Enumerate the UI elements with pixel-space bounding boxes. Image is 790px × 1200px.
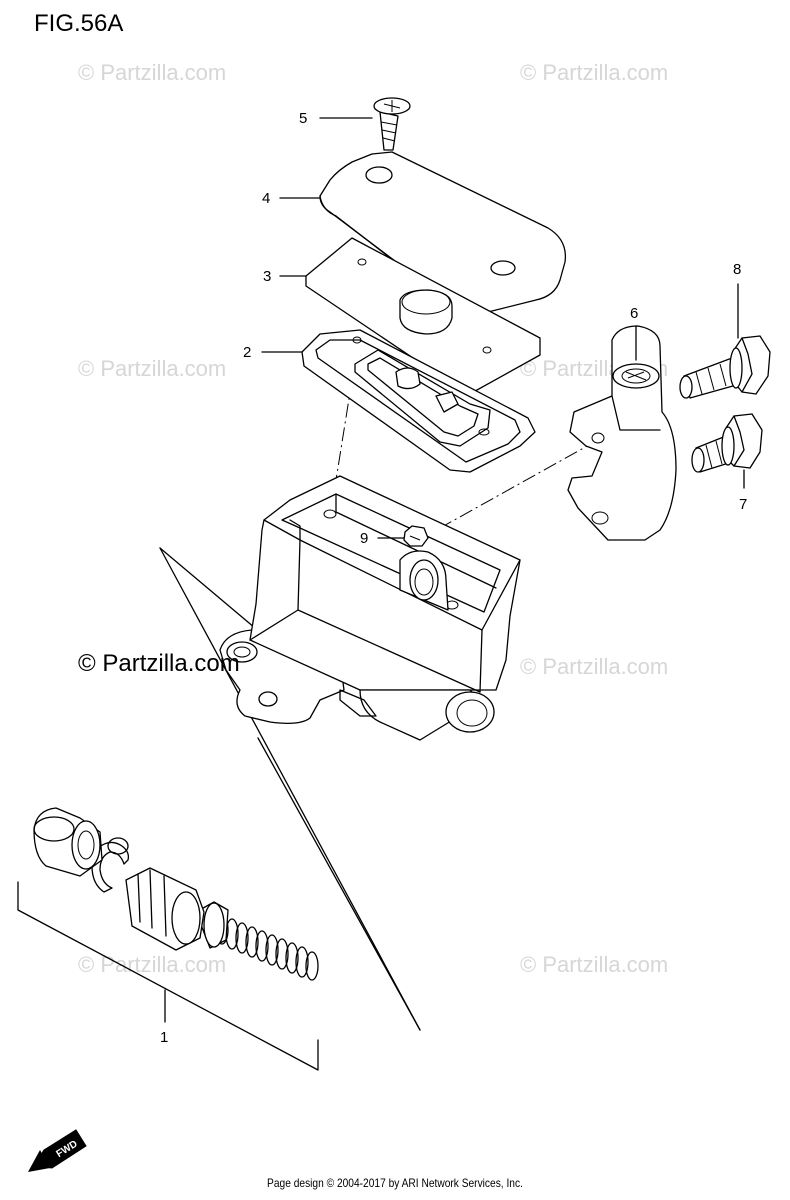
watermark: © Partzilla.com (78, 952, 227, 977)
watermark: © Partzilla.com (78, 356, 227, 381)
part-piston-kit (33, 807, 319, 981)
callout-4: 4 (262, 190, 270, 207)
part-reservoir-cap (319, 151, 567, 313)
part-bolt-short (691, 413, 763, 473)
callout-6: 6 (630, 305, 638, 322)
callout-3: 3 (263, 268, 271, 285)
figure-title: FIG.56A (34, 10, 124, 37)
fwd-arrow-icon: FWD (28, 1129, 87, 1172)
callout-numbers: 5 4 3 2 6 8 7 9 1 (160, 110, 747, 1046)
part-nut (403, 525, 429, 547)
part-screw (373, 97, 411, 151)
piston-kit-bracket-lines (159, 547, 421, 1031)
part-1-bracket (17, 881, 319, 1071)
part-gasket (301, 329, 536, 473)
callout-1: 1 (160, 1029, 168, 1046)
callout-leaders (261, 117, 745, 539)
part-clamp (567, 325, 677, 541)
piston-spring (215, 915, 319, 981)
callout-2: 2 (243, 344, 251, 361)
footer-credit: Page design © 2004-2017 by ARI Network S… (267, 1176, 523, 1190)
callout-8: 8 (733, 261, 741, 278)
callout-7: 7 (739, 496, 747, 513)
part-master-cylinder-body (219, 475, 521, 741)
watermark: © Partzilla.com (520, 654, 669, 679)
callout-5: 5 (299, 110, 307, 127)
watermark-primary: © Partzilla.com (78, 650, 240, 677)
callout-9: 9 (360, 530, 368, 547)
watermark: © Partzilla.com (520, 952, 669, 977)
part-diaphragm-plate (305, 237, 541, 396)
watermark: © Partzilla.com (520, 60, 669, 85)
watermark: © Partzilla.com (78, 60, 227, 85)
part-bolt-long (679, 335, 771, 399)
